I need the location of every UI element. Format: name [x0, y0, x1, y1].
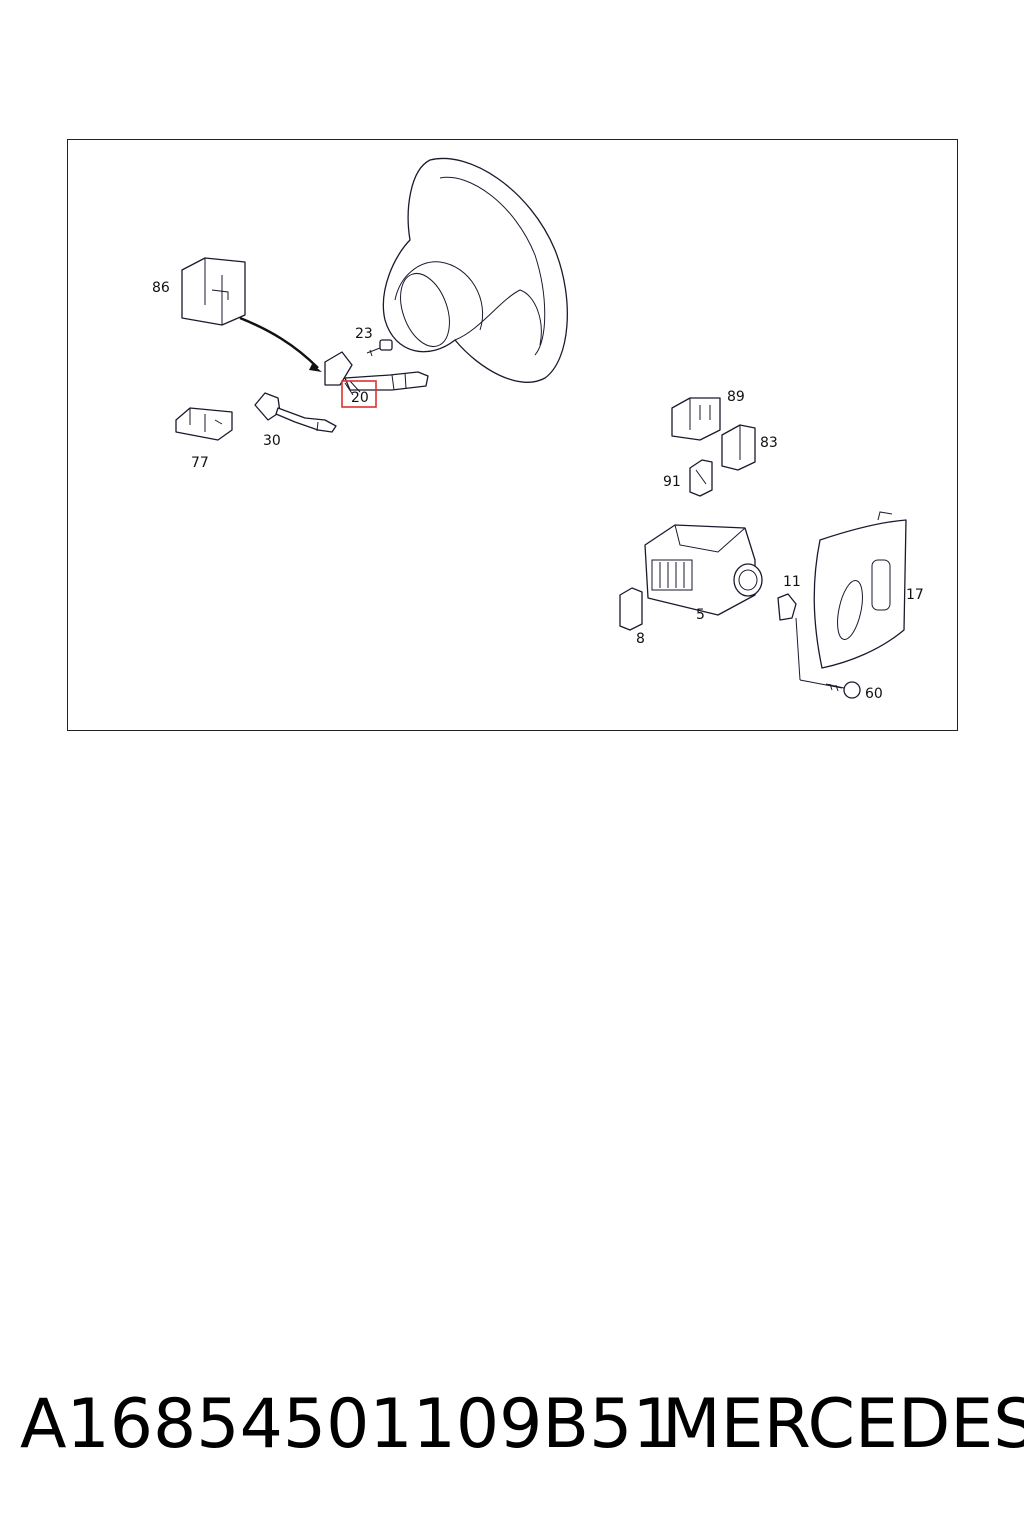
- part-number: A16854501109B51: [20, 1385, 676, 1464]
- brand-name: MERCEDES: [662, 1385, 1024, 1464]
- part-23-screw: [366, 339, 393, 357]
- part-20-switch: [324, 351, 429, 396]
- callout-23: 23: [355, 326, 373, 342]
- callout-83: 83: [760, 435, 778, 451]
- part-91-clip: [689, 459, 713, 497]
- part-77-bracket: [175, 407, 233, 441]
- callout-11: 11: [783, 574, 801, 590]
- callout-60: 60: [865, 686, 883, 702]
- part-83-connector: [721, 424, 756, 471]
- callout-77: 77: [191, 455, 209, 471]
- callout-5: 5: [696, 607, 705, 623]
- callout-8: 8: [636, 631, 645, 647]
- parts-diagram: 86 23 20 30 77 89 83 91 11 17 5 8 60: [152, 157, 924, 702]
- steering-wheel: [382, 157, 568, 383]
- highlight-box: [341, 380, 377, 408]
- part-5-light-switch: [644, 524, 763, 616]
- part-60-screw: [825, 681, 861, 699]
- callout-30: 30: [263, 433, 281, 449]
- part-8-switch: [619, 587, 643, 631]
- part-89-connector: [671, 397, 721, 441]
- part-17-cover: [813, 511, 907, 669]
- callout-17: 17: [906, 587, 924, 603]
- callout-91: 91: [663, 474, 681, 490]
- callout-89: 89: [727, 389, 745, 405]
- callout-20: 20: [351, 390, 369, 406]
- part-86-bracket: [181, 257, 322, 372]
- callout-86: 86: [152, 280, 170, 296]
- part-30-switch: [254, 392, 337, 433]
- part-11-clip: [777, 593, 843, 689]
